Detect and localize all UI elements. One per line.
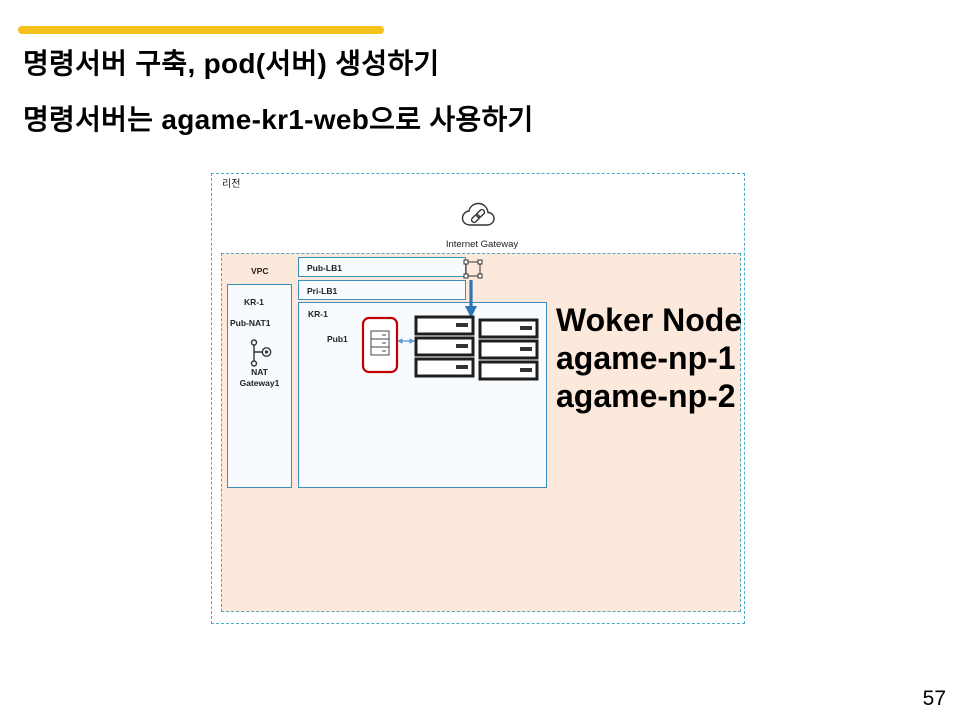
nat-gateway-label-line2: Gateway1 bbox=[239, 378, 280, 388]
worker-node-name-1: agame-np-1 bbox=[556, 340, 736, 376]
slide-subtitle: 명령서버는 agame-kr1-web으로 사용하기 bbox=[23, 104, 534, 135]
app-subnet-zone-label: KR-1 bbox=[308, 309, 328, 319]
worker-node-name-2: agame-np-2 bbox=[556, 378, 736, 414]
worker-node-heading: Woker Node bbox=[556, 302, 743, 338]
page-number: 57 bbox=[922, 687, 946, 710]
private-lb-label: Pri-LB1 bbox=[307, 286, 338, 296]
vpc-label: VPC bbox=[251, 266, 269, 276]
nat-subnet-label: Pub-NAT1 bbox=[230, 318, 271, 328]
app-subnet-label: Pub1 bbox=[327, 334, 348, 344]
accent-bar bbox=[18, 26, 384, 34]
nat-subnet-box bbox=[227, 284, 292, 488]
region-label: 리전 bbox=[222, 179, 241, 190]
app-subnet-box bbox=[298, 302, 547, 488]
private-lb-box bbox=[298, 280, 466, 300]
nat-gateway-label-line1: NAT bbox=[251, 367, 268, 377]
public-lb-label: Pub-LB1 bbox=[307, 263, 342, 273]
nat-subnet-zone-label: KR-1 bbox=[244, 297, 264, 307]
slide-title: 명령서버 구축, pod(서버) 생성하기 bbox=[23, 48, 440, 79]
internet-gateway-label: Internet Gateway bbox=[445, 239, 519, 250]
